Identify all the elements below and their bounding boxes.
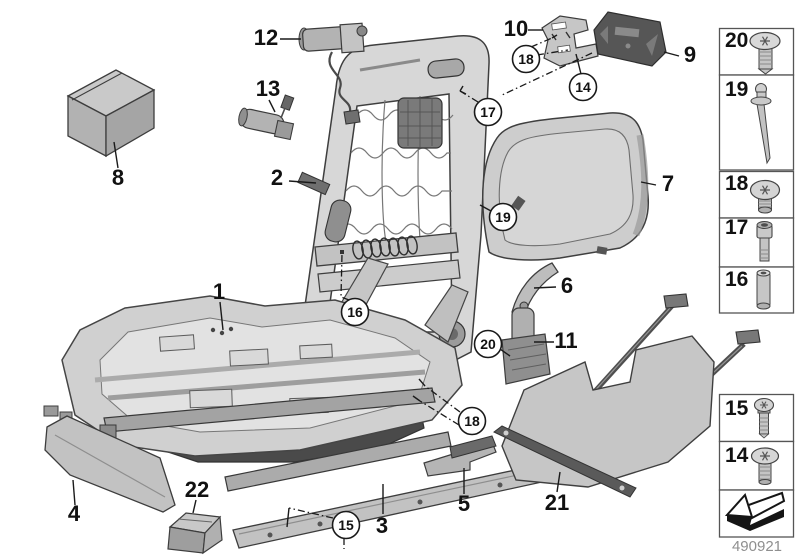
part-8-parts-box-drawing [66, 69, 156, 158]
part-22-end-cap-drawing [167, 512, 223, 555]
callout-12[interactable]: 12 [254, 25, 278, 50]
circled-callouts: 14 15 16 17 18 18 19 20 [331, 44, 598, 540]
circled-callout-16-label: 16 [347, 304, 363, 320]
callout-6[interactable]: 6 [561, 273, 573, 298]
circled-callout-18-lower[interactable]: 18 [457, 406, 487, 436]
spacer-sleeve-icon [756, 269, 771, 310]
fastener-cell-15[interactable]: 15 [718, 393, 795, 443]
fastener-cell-18[interactable]: 18 [718, 170, 795, 219]
part-13-drive-motor-small-drawing [238, 94, 295, 141]
part-7-backrest-pad-drawing [482, 112, 650, 261]
pan-head-screw-icon [749, 31, 781, 75]
callout-7[interactable]: 7 [662, 171, 674, 196]
fastener-cell-17[interactable]: 17 [718, 216, 795, 268]
callout-8[interactable]: 8 [112, 165, 124, 190]
callout-9[interactable]: 9 [684, 42, 696, 67]
part-11-drive-motor-drawing [501, 301, 551, 385]
part-21-floor-mat-drawing [493, 293, 761, 498]
callout-3[interactable]: 3 [376, 513, 388, 538]
part-10-mounting-bracket-drawing [541, 15, 599, 67]
circled-callout-18-upper[interactable]: 18 [511, 44, 541, 74]
circled-callout-17[interactable]: 17 [473, 97, 503, 127]
part-9-mounting-plate-drawing [593, 11, 667, 67]
fastener-cell-19[interactable]: 19 [718, 74, 795, 171]
figure-number: 490921 [732, 538, 782, 555]
fastener-panel: 20 19 18 [718, 27, 795, 555]
fastener-cell-19-label: 19 [725, 78, 748, 101]
circled-callout-20-label: 20 [480, 336, 496, 352]
callout-21[interactable]: 21 [545, 490, 569, 515]
seat-rails-drawing [99, 387, 452, 492]
fastener-cell-15-label: 15 [725, 397, 749, 420]
callout-13[interactable]: 13 [256, 76, 280, 101]
circled-callout-14-label: 14 [575, 79, 591, 95]
circled-callout-17-label: 17 [480, 104, 496, 120]
callout-1[interactable]: 1 [213, 279, 225, 304]
blind-rivet-icon [750, 83, 772, 165]
leader-lines [72, 29, 680, 514]
socket-head-screw-icon [756, 221, 773, 262]
circled-callout-20[interactable]: 20 [473, 329, 503, 359]
callout-11[interactable]: 11 [554, 328, 577, 353]
fastener-cell-18-label: 18 [725, 172, 749, 195]
fastener-cell-14-label: 14 [725, 444, 749, 467]
callout-22[interactable]: 22 [185, 477, 209, 502]
fastener-cell-20-label: 20 [725, 29, 748, 52]
circled-callout-16[interactable]: 16 [340, 297, 370, 327]
part-5-rail-cover-short-drawing [423, 435, 497, 477]
round-head-screw-icon [749, 179, 781, 214]
callout-4[interactable]: 4 [68, 501, 81, 526]
fastener-cell-16[interactable]: 16 [718, 266, 795, 314]
circled-callout-18-upper-label: 18 [518, 51, 534, 67]
circled-callout-15[interactable]: 15 [331, 510, 361, 540]
fastener-cell-17-label: 17 [725, 216, 748, 239]
direction-arrow-icon [724, 491, 786, 531]
fastener-cell-16-label: 16 [725, 268, 748, 291]
callout-5[interactable]: 5 [458, 491, 470, 516]
part-12-drive-motor-cable-drawing [298, 22, 368, 125]
fastener-cell-20[interactable]: 20 [718, 27, 795, 76]
part-4-side-trim-drawing [43, 405, 176, 513]
callout-labels: 1 2 3 4 5 6 7 8 9 10 11 12 13 21 22 [68, 16, 696, 538]
fastener-cell-arrow [718, 489, 795, 538]
torx-pan-head-screw-icon [750, 447, 780, 485]
circled-callout-14[interactable]: 14 [568, 72, 598, 102]
circled-callout-18-lower-label: 18 [464, 413, 480, 429]
circled-callout-19[interactable]: 19 [488, 202, 518, 232]
callout-10[interactable]: 10 [504, 16, 528, 41]
circled-callout-19-label: 19 [495, 209, 511, 225]
torx-screw-icon [753, 397, 775, 439]
part-1-seat-frame-drawing [61, 257, 469, 463]
fastener-reference-lines [286, 34, 593, 549]
callout-2[interactable]: 2 [271, 165, 283, 190]
fastener-cell-14[interactable]: 14 [718, 440, 795, 491]
circled-callout-15-label: 15 [338, 517, 354, 533]
